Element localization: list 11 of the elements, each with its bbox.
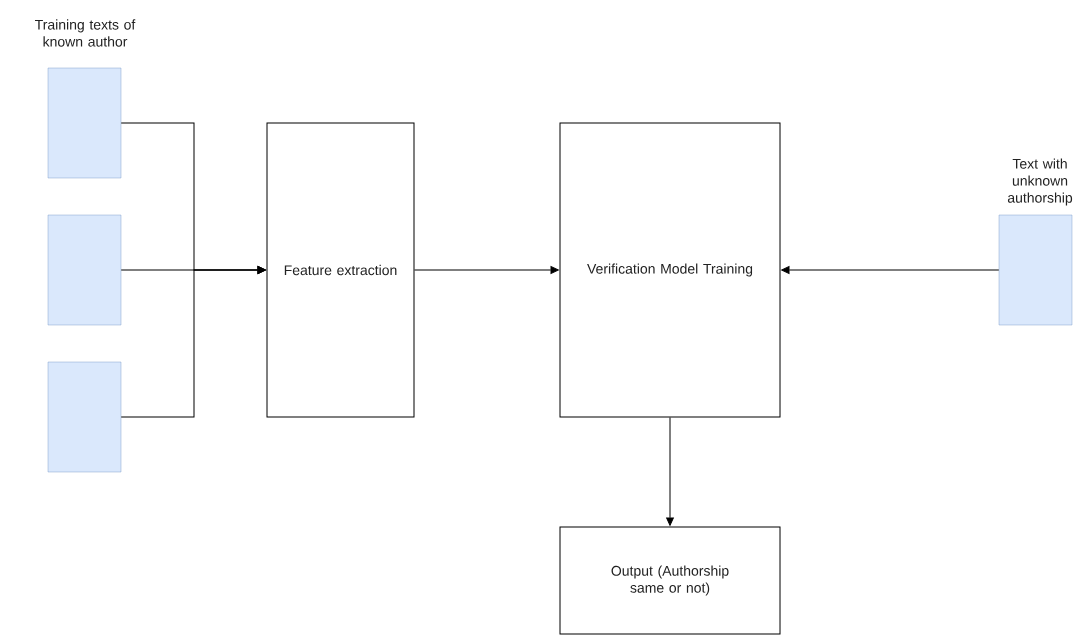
process-box: Output (Authorship same or not) (559, 526, 781, 635)
process-box: Verification Model Training (559, 122, 781, 418)
arrow (414, 266, 559, 274)
document-box (47, 361, 122, 473)
arrow (781, 266, 1000, 274)
document-box (47, 214, 122, 326)
arrow (120, 266, 266, 418)
caption-text: Training texts of known author (35, 19, 136, 47)
process-box: Feature extraction (266, 122, 415, 418)
arrow (666, 417, 674, 526)
caption-text: Text with unknown authorship (1007, 158, 1073, 206)
